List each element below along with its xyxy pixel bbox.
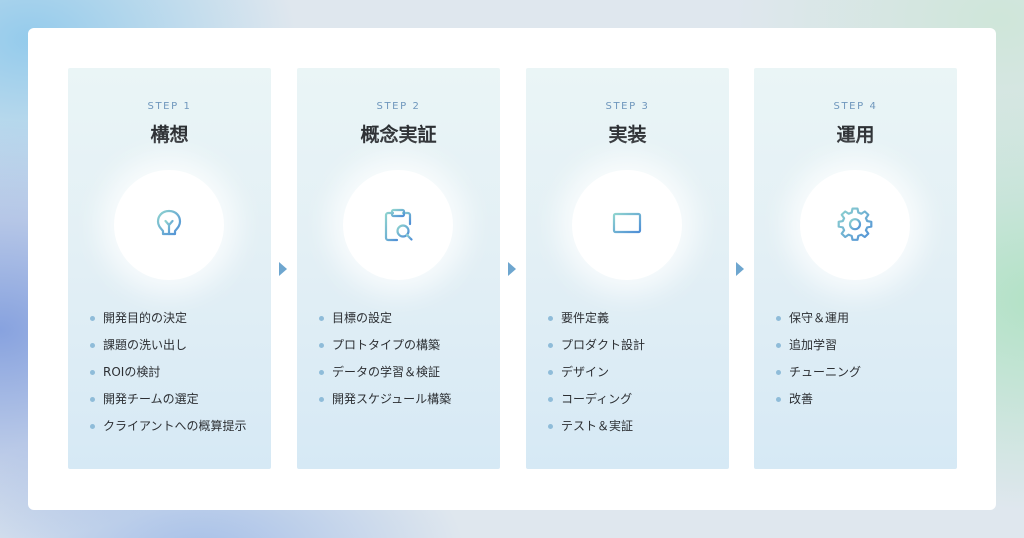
bullet-dot [548, 316, 553, 321]
step-card-3: STEP 3 実装 要件定義 プロダクト設計 デザイン コーディング テスト＆実… [526, 68, 729, 469]
bullet-dot [548, 424, 553, 429]
item-text: ROIの検討 [103, 365, 161, 379]
process-panel: STEP 1 構想 開発目的の決定 課題の洗い出し ROIの検討 開発チームの選… [28, 28, 996, 510]
gear-icon [837, 207, 873, 241]
list-item: 目標の設定 [319, 305, 451, 332]
item-text: 追加学習 [789, 338, 838, 352]
step-label: STEP 4 [833, 101, 878, 112]
lightbulb-icon [156, 209, 182, 242]
list-item: 改善 [776, 386, 861, 413]
list-item: 開発スケジュール構築 [319, 386, 451, 413]
item-text: 開発目的の決定 [103, 311, 188, 325]
list-item: クライアントへの概算提示 [90, 413, 247, 440]
item-text: テスト＆実証 [561, 419, 634, 433]
list-item: ROIの検討 [90, 359, 247, 386]
step-items: 要件定義 プロダクト設計 デザイン コーディング テスト＆実証 [548, 305, 645, 440]
laptop-icon [609, 212, 645, 238]
list-item: チューニング [776, 359, 861, 386]
step-card-2: STEP 2 概念実証 目標の設定 プロトタイプの構築 データの学習＆検証 開発… [297, 68, 500, 469]
bullet-dot [319, 343, 324, 348]
icon-circle [800, 170, 910, 280]
step-title: 概念実証 [360, 124, 437, 146]
bullet-dot [776, 370, 781, 375]
item-text: 要件定義 [561, 311, 610, 325]
step-items: 目標の設定 プロトタイプの構築 データの学習＆検証 開発スケジュール構築 [319, 305, 451, 413]
item-text: 開発スケジュール構築 [332, 392, 452, 406]
step-items: 開発目的の決定 課題の洗い出し ROIの検討 開発チームの選定 クライアントへの… [90, 305, 247, 440]
arrow-right-icon [508, 262, 516, 276]
item-text: デザイン [561, 365, 610, 379]
item-text: 目標の設定 [332, 311, 393, 325]
step-label: STEP 3 [605, 101, 650, 112]
step-title: 運用 [836, 124, 875, 146]
bullet-dot [548, 343, 553, 348]
arrow-right-icon [279, 262, 287, 276]
list-item: 開発目的の決定 [90, 305, 247, 332]
clipboard-search-icon [384, 208, 413, 242]
step-title: 構想 [150, 124, 189, 146]
list-item: コーディング [548, 386, 645, 413]
list-item: 追加学習 [776, 332, 861, 359]
icon-circle [343, 170, 453, 280]
step-title: 実装 [608, 124, 647, 146]
item-text: 改善 [789, 392, 814, 406]
item-text: クライアントへの概算提示 [103, 419, 247, 433]
item-text: コーディング [561, 392, 633, 406]
bullet-dot [90, 343, 95, 348]
bullet-dot [90, 424, 95, 429]
item-text: プロダクト設計 [561, 338, 646, 352]
bullet-dot [319, 316, 324, 321]
icon-circle [572, 170, 682, 280]
step-card-4: STEP 4 運用 保守＆運用 追加学習 チューニング 改善 [754, 68, 957, 469]
bullet-dot [90, 370, 95, 375]
item-text: 課題の洗い出し [103, 338, 188, 352]
arrow-right-icon [736, 262, 744, 276]
step-items: 保守＆運用 追加学習 チューニング 改善 [776, 305, 861, 413]
icon-circle [114, 170, 224, 280]
bullet-dot [776, 316, 781, 321]
item-text: 保守＆運用 [789, 311, 850, 325]
list-item: 保守＆運用 [776, 305, 861, 332]
item-text: データの学習＆検証 [332, 365, 441, 379]
item-text: チューニング [789, 365, 862, 379]
bullet-dot [319, 397, 324, 402]
step-label: STEP 2 [376, 101, 421, 112]
list-item: プロトタイプの構築 [319, 332, 451, 359]
bullet-dot [90, 397, 95, 402]
list-item: プロダクト設計 [548, 332, 645, 359]
item-text: 開発チームの選定 [103, 392, 199, 406]
list-item: テスト＆実証 [548, 413, 645, 440]
list-item: 課題の洗い出し [90, 332, 247, 359]
bullet-dot [776, 397, 781, 402]
step-label: STEP 1 [147, 101, 192, 112]
bullet-dot [548, 397, 553, 402]
list-item: 要件定義 [548, 305, 645, 332]
list-item: 開発チームの選定 [90, 386, 247, 413]
bullet-dot [776, 343, 781, 348]
bullet-dot [319, 370, 324, 375]
bullet-dot [90, 316, 95, 321]
item-text: プロトタイプの構築 [332, 338, 441, 352]
step-card-1: STEP 1 構想 開発目的の決定 課題の洗い出し ROIの検討 開発チームの選… [68, 68, 271, 469]
bullet-dot [548, 370, 553, 375]
list-item: データの学習＆検証 [319, 359, 451, 386]
list-item: デザイン [548, 359, 645, 386]
